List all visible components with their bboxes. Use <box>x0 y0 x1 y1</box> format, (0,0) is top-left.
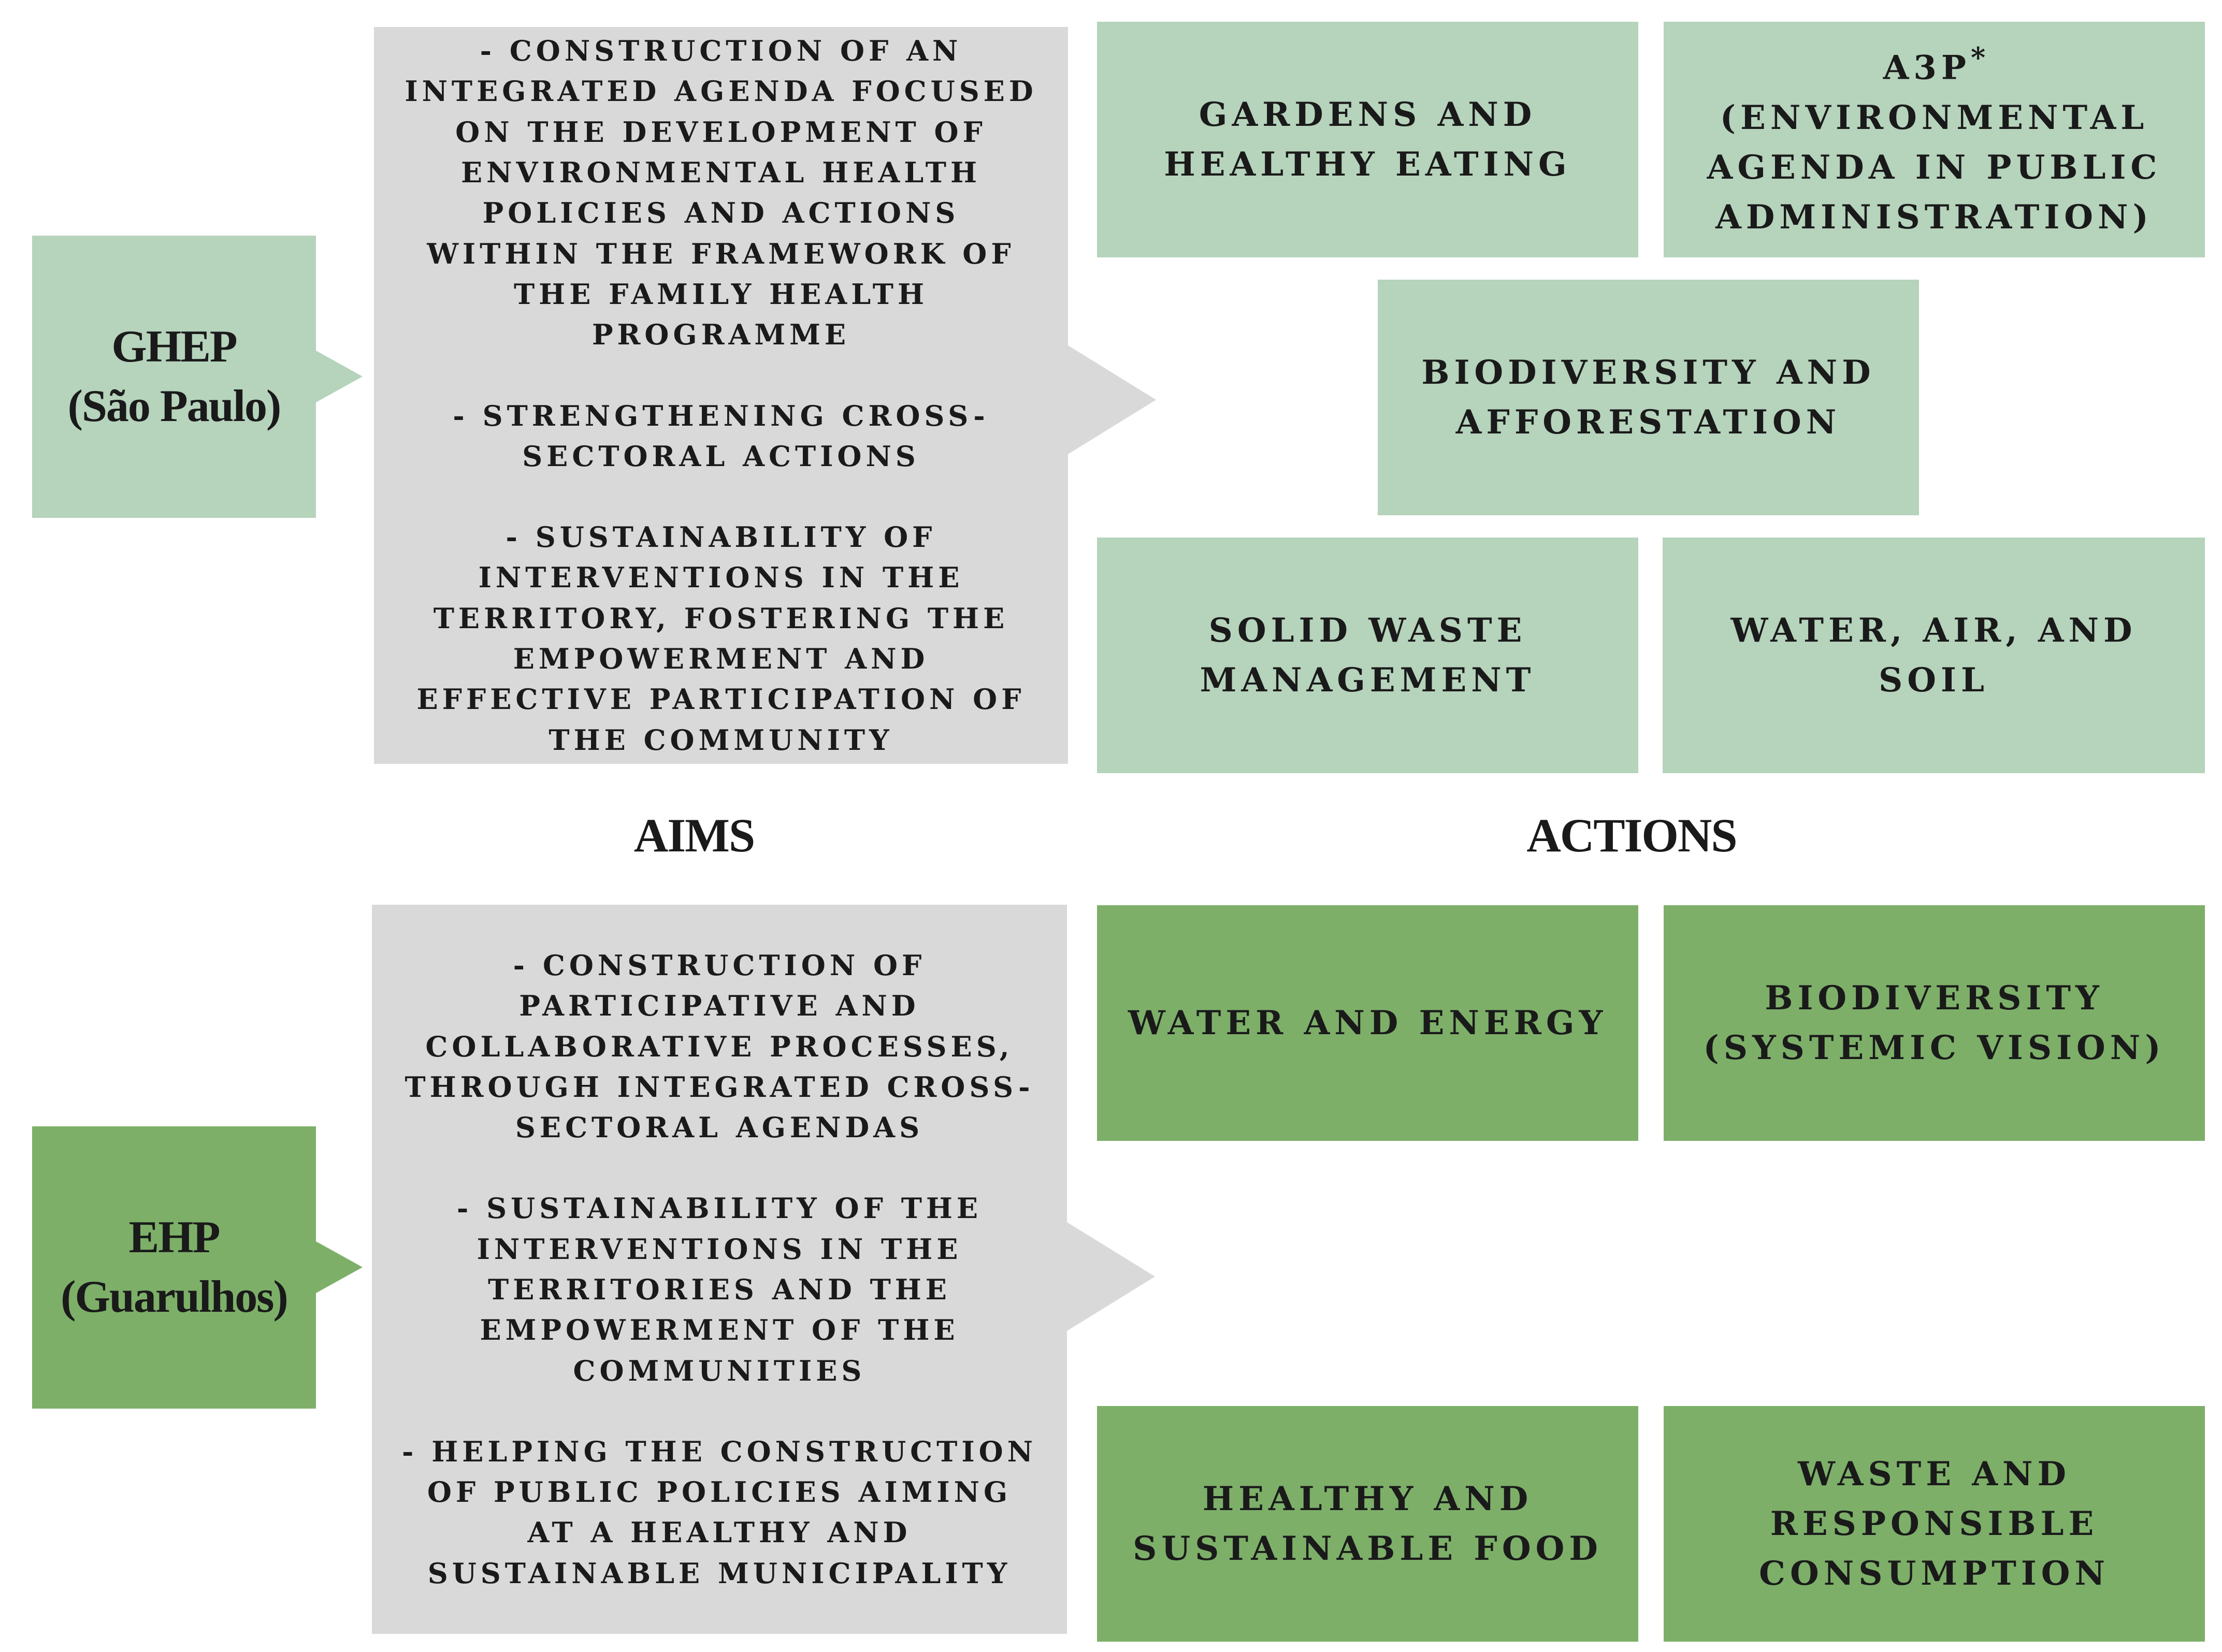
ehp-aim-1: - Construction of participative and coll… <box>405 948 1034 1144</box>
ehp-action-food-label: Healthy and sustainable food <box>1133 1479 1603 1568</box>
ehp-aim-2: - Sustainability of the interventions in… <box>456 1192 983 1387</box>
ghep-aim-1: - Construction of an integrated agenda f… <box>405 34 1037 352</box>
ghep-aim-3: - Sustainability of interventions in the… <box>416 520 1026 757</box>
ehp-aims-arrow <box>1067 1222 1155 1331</box>
ehp-action-food: Healthy and sustainable food <box>1097 1406 1638 1642</box>
ehp-aims-box: - Construction of participative and coll… <box>372 905 1067 1634</box>
ghep-city: (São Paulo) <box>67 381 282 431</box>
ghep-action-a3p-label: A3P*(Environmental agenda in public admi… <box>1707 41 2162 237</box>
ghep-action-biodiversity-label: Biodiversity and afforestation <box>1421 353 1875 442</box>
ghep-aim-2: - Strengthening cross-sectoral actions <box>453 399 989 473</box>
ghep-action-gardens-label: Gardens and healthy eating <box>1164 95 1571 184</box>
ghep-name: GHEP <box>111 322 237 372</box>
ehp-name: EHP <box>128 1212 221 1263</box>
ghep-action-solid-waste: Solid waste management <box>1097 538 1638 773</box>
ehp-action-water-energy-label: Water and energy <box>1128 1003 1608 1042</box>
ghep-aims-box: - Construction of an integrated agenda f… <box>374 27 1068 764</box>
ehp-action-waste: Waste and responsible consumption <box>1664 1406 2205 1642</box>
ghep-action-biodiversity: Biodiversity and afforestation <box>1378 280 1919 515</box>
ehp-action-waste-label: Waste and responsible consumption <box>1759 1454 2110 1593</box>
ghep-action-water-air-soil: Water, air, and soil <box>1663 538 2205 773</box>
ehp-action-water-energy: Water and energy <box>1097 905 1638 1141</box>
ehp-programme-box: EHP (Guarulhos) <box>32 1126 316 1409</box>
aims-heading: AIMS <box>633 809 755 862</box>
ghep-arrow <box>316 351 363 402</box>
ehp-arrow <box>316 1241 363 1293</box>
ehp-action-biodiversity: Biodiversity (systemic vision) <box>1664 905 2205 1141</box>
ehp-aim-3: - Helping the construction of public pol… <box>401 1434 1037 1590</box>
ghep-aims-arrow <box>1068 345 1156 454</box>
ghep-action-gardens: Gardens and healthy eating <box>1097 22 1638 257</box>
ehp-city: (Guarulhos) <box>61 1271 288 1322</box>
actions-heading: ACTIONS <box>1526 809 1737 862</box>
ghep-programme-box: GHEP (São Paulo) <box>32 236 316 518</box>
ghep-action-a3p: A3P*(Environmental agenda in public admi… <box>1664 22 2205 257</box>
ghep-action-water-air-soil-label: Water, air, and soil <box>1730 611 2137 700</box>
ghep-action-solid-waste-label: Solid waste management <box>1200 611 1536 700</box>
ehp-action-biodiversity-label: Biodiversity (systemic vision) <box>1703 978 2166 1067</box>
